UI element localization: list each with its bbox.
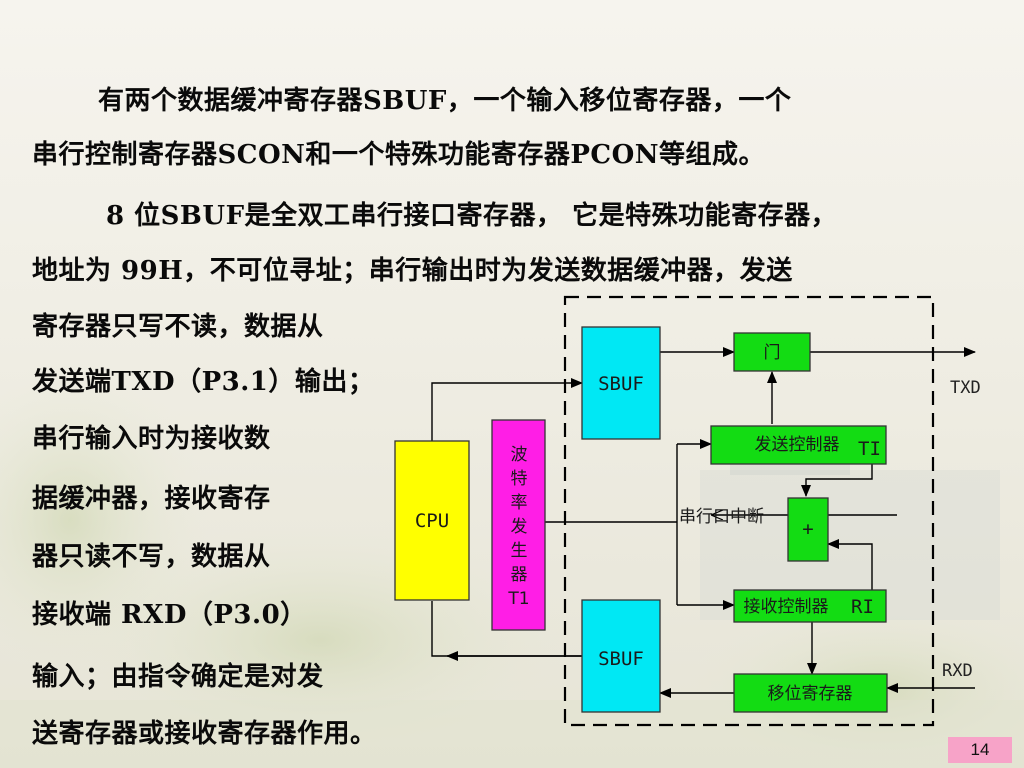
narrow-text-line: 器只读不写，数据从 bbox=[32, 542, 271, 572]
sbuf-transmit-label: SBUF bbox=[598, 373, 644, 395]
baud-char: 特 bbox=[511, 469, 528, 489]
connection-lines bbox=[431, 347, 976, 698]
ri-label: RI bbox=[851, 596, 874, 618]
baud-char: T1 bbox=[507, 589, 529, 609]
gate-box bbox=[733, 332, 811, 372]
paragraph2-line1: 8 位SBUF是全双工串行接口寄存器， 它是特殊功能寄存器， bbox=[106, 201, 838, 231]
sbuf-receive-box bbox=[581, 599, 661, 713]
receive-controller-label: 接收控制器 bbox=[744, 597, 829, 617]
cpu-label: CPU bbox=[415, 510, 449, 532]
paragraph1-line2: 串行控制寄存器SCON和一个特殊功能寄存器PCON等组成。 bbox=[32, 140, 766, 170]
transmit-controller-label: 发送控制器 bbox=[755, 435, 840, 455]
baud-char: 发 bbox=[511, 517, 528, 537]
narrow-text-line: 输入；由指令确定是对发 bbox=[32, 662, 324, 692]
paragraph1-line1: 有两个数据缓冲寄存器SBUF，一个输入移位寄存器，一个 bbox=[98, 86, 792, 116]
sbuf-transmit-box bbox=[581, 326, 661, 440]
serial-port-boundary bbox=[563, 295, 935, 727]
baud-rate-generator-box bbox=[491, 419, 546, 631]
serial-interrupt-label: 串行口中断 bbox=[679, 507, 764, 527]
page-number: 14 bbox=[948, 737, 1012, 763]
baud-char: 率 bbox=[511, 493, 528, 513]
paragraph2-line2: 地址为 99H，不可位寻址；串行输出时为发送数据缓冲器，发送 bbox=[32, 256, 793, 286]
narrow-text-line: 寄存器只写不读，数据从 bbox=[32, 312, 324, 342]
transmit-controller-box bbox=[710, 425, 887, 465]
narrow-text-line: 送寄存器或接收寄存器作用。 bbox=[32, 719, 377, 749]
shift-register-label: 移位寄存器 bbox=[768, 684, 853, 704]
baud-char: 器 bbox=[511, 565, 528, 585]
or-gate-label: + bbox=[802, 518, 813, 540]
ti-label: TI bbox=[858, 438, 881, 460]
baud-rate-generator-label: 波 特 率 发 生 器 T1 bbox=[507, 445, 529, 609]
or-gate-box bbox=[787, 497, 829, 562]
shift-register-box bbox=[733, 673, 888, 713]
baud-char: 生 bbox=[511, 541, 528, 561]
sbuf-receive-label: SBUF bbox=[598, 648, 644, 670]
baud-char: 波 bbox=[511, 445, 528, 465]
narrow-text-line: 发送端TXD（P3.1）输出； bbox=[32, 367, 375, 397]
receive-controller-box bbox=[733, 589, 887, 623]
gate-label: 门 bbox=[764, 343, 781, 363]
rxd-label: RXD bbox=[942, 661, 973, 681]
txd-label: TXD bbox=[950, 378, 981, 398]
cpu-box bbox=[394, 440, 470, 601]
narrow-text-line: 据缓冲器，接收寄存 bbox=[32, 484, 271, 514]
narrow-text-line: 串行输入时为接收数 bbox=[32, 424, 271, 454]
narrow-text-line: 接收端 RXD（P3.0） bbox=[32, 600, 307, 630]
